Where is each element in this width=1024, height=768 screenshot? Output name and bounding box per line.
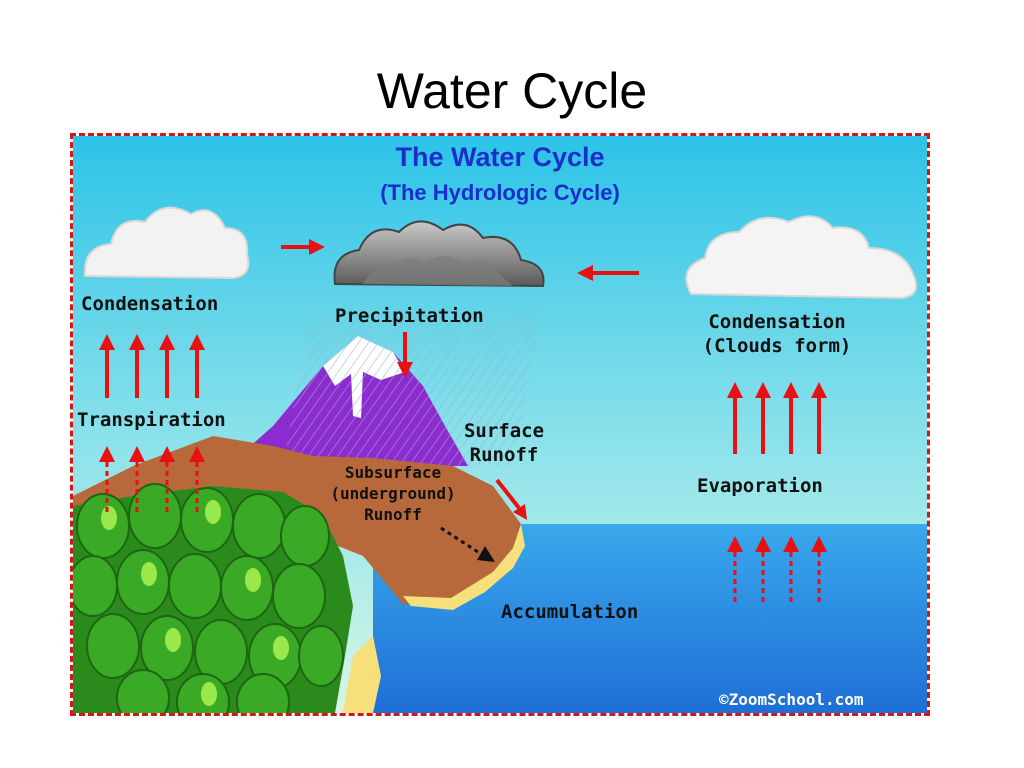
diagram-artwork [73,136,927,713]
cloud-left [83,206,250,280]
beach-left [343,636,381,713]
label-subsurface-line1: Subsurface [344,463,442,482]
slide-title: Water Cycle [376,63,648,119]
label-evaporation: Evaporation [697,475,823,497]
label-condensation-right-line2: (Clouds form) [702,335,852,357]
evaporation-arrows [727,536,827,602]
water-cycle-diagram: The Water Cycle (The Hydrologic Cycle) C… [70,133,930,716]
arrow-left-to-cloud [281,239,325,255]
transpiration-arrows [99,446,205,512]
label-subsurface-line3: Runoff [364,505,422,524]
rain-streaks [283,306,543,466]
cloud-right [685,215,917,300]
forest [73,483,353,713]
subsurface-runoff-arrow [440,526,495,562]
beach [403,524,525,610]
arrow-right-to-cloud [577,265,639,281]
condensation-arrows-right [727,382,827,454]
label-precipitation: Precipitation [335,305,484,327]
precipitation-arrow [397,332,413,378]
diagram-title: The Water Cycle [395,142,605,172]
label-transpiration: Transpiration [77,409,226,431]
diagram-subtitle: (The Hydrologic Cycle) [380,180,620,205]
label-subsurface-line2: (underground) [330,484,456,503]
condensation-arrows-left [99,334,205,398]
label-condensation-right-line1: Condensation [708,311,846,333]
label-surface-runoff-line1: Surface [463,420,545,442]
surface-runoff-arrow [495,478,527,520]
label-accumulation: Accumulation [501,601,639,623]
rain-cloud [333,220,545,288]
label-surface-runoff-line2: Runoff [469,444,539,466]
credit-text: ©ZoomSchool.com [719,690,864,709]
label-surface-runoff: Surface Runoff [449,419,559,467]
label-subsurface-runoff: Subsurface (underground) Runoff [313,462,473,525]
label-condensation-left: Condensation [81,293,219,315]
label-condensation-right: Condensation (Clouds form) [667,310,887,358]
